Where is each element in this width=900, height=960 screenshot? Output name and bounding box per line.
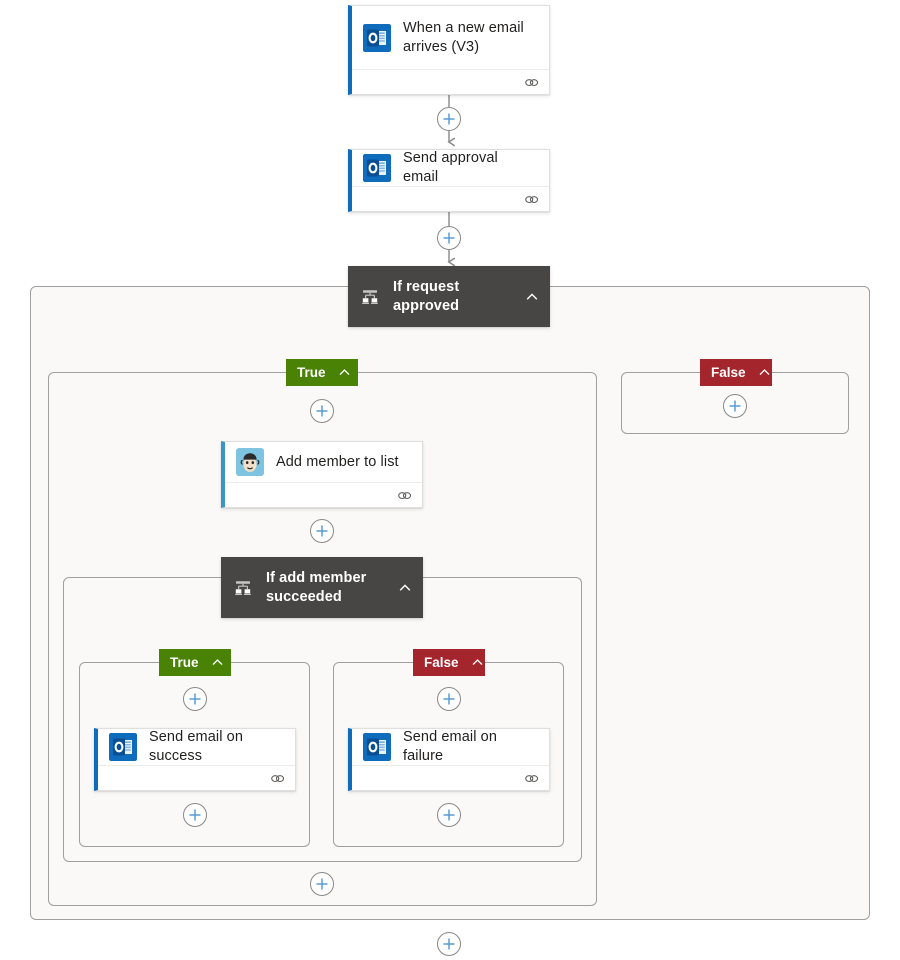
chevron-up-icon[interactable] [524,289,540,305]
branch-label: True [297,365,326,380]
add-step-inner-true-button[interactable] [183,687,207,711]
plus-icon [443,809,455,821]
plus-icon [316,525,328,537]
card-title: Add member to list [276,453,399,470]
card-title: Send email on failure [403,729,497,764]
card-title: When a new email arrives (V3) [403,19,524,55]
chevron-up-icon[interactable] [397,580,413,596]
condition-title: If request approved [393,278,460,314]
add-step-outer-false-button[interactable] [723,394,747,418]
plus-icon [443,693,455,705]
card-send-email-on-success[interactable]: Send email on success [94,728,296,791]
plus-icon [316,878,328,890]
card-footer [352,765,549,790]
card-header: Send email on failure [352,729,549,765]
plus-icon [443,232,455,244]
card-footer [352,186,549,211]
add-step-after-add-member-button[interactable] [310,519,334,543]
plus-icon [189,693,201,705]
condition-if-request-approved[interactable]: If request approved [348,266,550,327]
branch-label: False [424,655,459,670]
add-step-inner-false-button[interactable] [437,687,461,711]
condition-title: If add member succeeded [266,569,367,605]
chevron-up-icon[interactable] [757,365,772,380]
chain-link-icon[interactable] [524,773,539,784]
card-when-a-new-email-arrives[interactable]: When a new email arrives (V3) [348,5,550,95]
card-title: Send approval email [403,150,498,185]
card-add-member-to-list[interactable]: Add member to list [221,441,423,508]
card-header: Send approval email [352,150,549,186]
card-header: When a new email arrives (V3) [352,6,549,69]
card-footer [225,482,422,507]
outlook-icon [363,733,391,761]
card-footer [98,765,295,790]
condition-icon [362,289,378,304]
plus-icon [443,938,455,950]
add-step-after-trigger-button[interactable] [437,107,461,131]
branch-label: False [711,365,746,380]
add-step-below-inner-condition-button[interactable] [310,872,334,896]
chevron-up-icon[interactable] [337,365,352,380]
add-step-outer-true-button[interactable] [310,399,334,423]
card-header: Send email on success [98,729,295,765]
outlook-icon [363,154,391,182]
chevron-up-icon[interactable] [210,655,225,670]
branch-pill-inner-false[interactable]: False [413,649,485,676]
plus-icon [316,405,328,417]
outlook-icon [363,23,391,52]
card-header: Add member to list [225,442,422,482]
add-step-below-failure-button[interactable] [437,803,461,827]
card-send-email-on-failure[interactable]: Send email on failure [348,728,550,791]
branch-pill-outer-true[interactable]: True [286,359,358,386]
plus-icon [729,400,741,412]
chain-link-icon[interactable] [524,77,539,88]
chevron-up-icon[interactable] [470,655,485,670]
branch-label: True [170,655,199,670]
card-title: Send email on success [149,729,243,764]
branch-pill-outer-false[interactable]: False [700,359,772,386]
chain-link-icon[interactable] [270,773,285,784]
chain-link-icon[interactable] [524,194,539,205]
condition-if-add-member-succeeded[interactable]: If add member succeeded [221,557,423,618]
card-send-approval-email[interactable]: Send approval email [348,149,550,212]
branch-pill-inner-true[interactable]: True [159,649,231,676]
plus-icon [189,809,201,821]
add-step-after-send-approval-button[interactable] [437,226,461,250]
add-step-below-success-button[interactable] [183,803,207,827]
outlook-icon [109,733,137,761]
condition-icon [235,580,251,595]
chain-link-icon[interactable] [397,490,412,501]
card-footer [352,69,549,94]
mailchimp-icon [236,448,264,476]
plus-icon [443,113,455,125]
add-step-below-outer-condition-button[interactable] [437,932,461,956]
